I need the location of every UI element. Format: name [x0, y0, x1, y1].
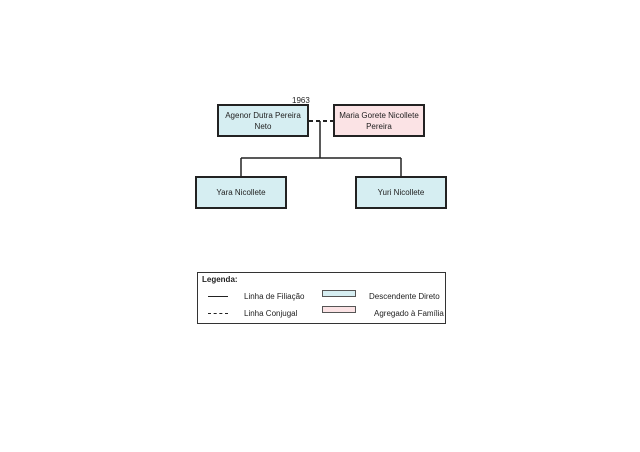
- legend-filiation-label: Linha de Filiação: [244, 292, 305, 301]
- person-agenor[interactable]: Agenor Dutra Pereira Neto: [217, 104, 309, 137]
- legend-aggregate-label: Agregado à Família: [374, 309, 444, 318]
- person-name: Yara Nicollete: [216, 188, 266, 197]
- family-aggregate-swatch: [322, 306, 356, 313]
- legend-direct-label: Descendente Direto: [369, 292, 440, 301]
- person-maria[interactable]: Maria Gorete Nicollete Pereira: [333, 104, 425, 137]
- birth-year-agenor: 1963: [292, 96, 310, 105]
- person-name: Agenor Dutra Pereira Neto: [225, 110, 301, 131]
- conjugal-line-sample: [208, 313, 228, 314]
- person-name: Maria Gorete Nicollete Pereira: [339, 110, 419, 131]
- person-yara[interactable]: Yara Nicollete: [195, 176, 287, 209]
- person-yuri[interactable]: Yuri Nicollete: [355, 176, 447, 209]
- legend: Legenda: Linha de Filiação Linha Conjuga…: [197, 272, 446, 324]
- direct-descendant-swatch: [322, 290, 356, 297]
- filiation-line-sample: [208, 296, 228, 297]
- legend-conjugal-label: Linha Conjugal: [244, 309, 298, 318]
- legend-title: Legenda:: [202, 275, 238, 284]
- person-name: Yuri Nicollete: [377, 188, 425, 197]
